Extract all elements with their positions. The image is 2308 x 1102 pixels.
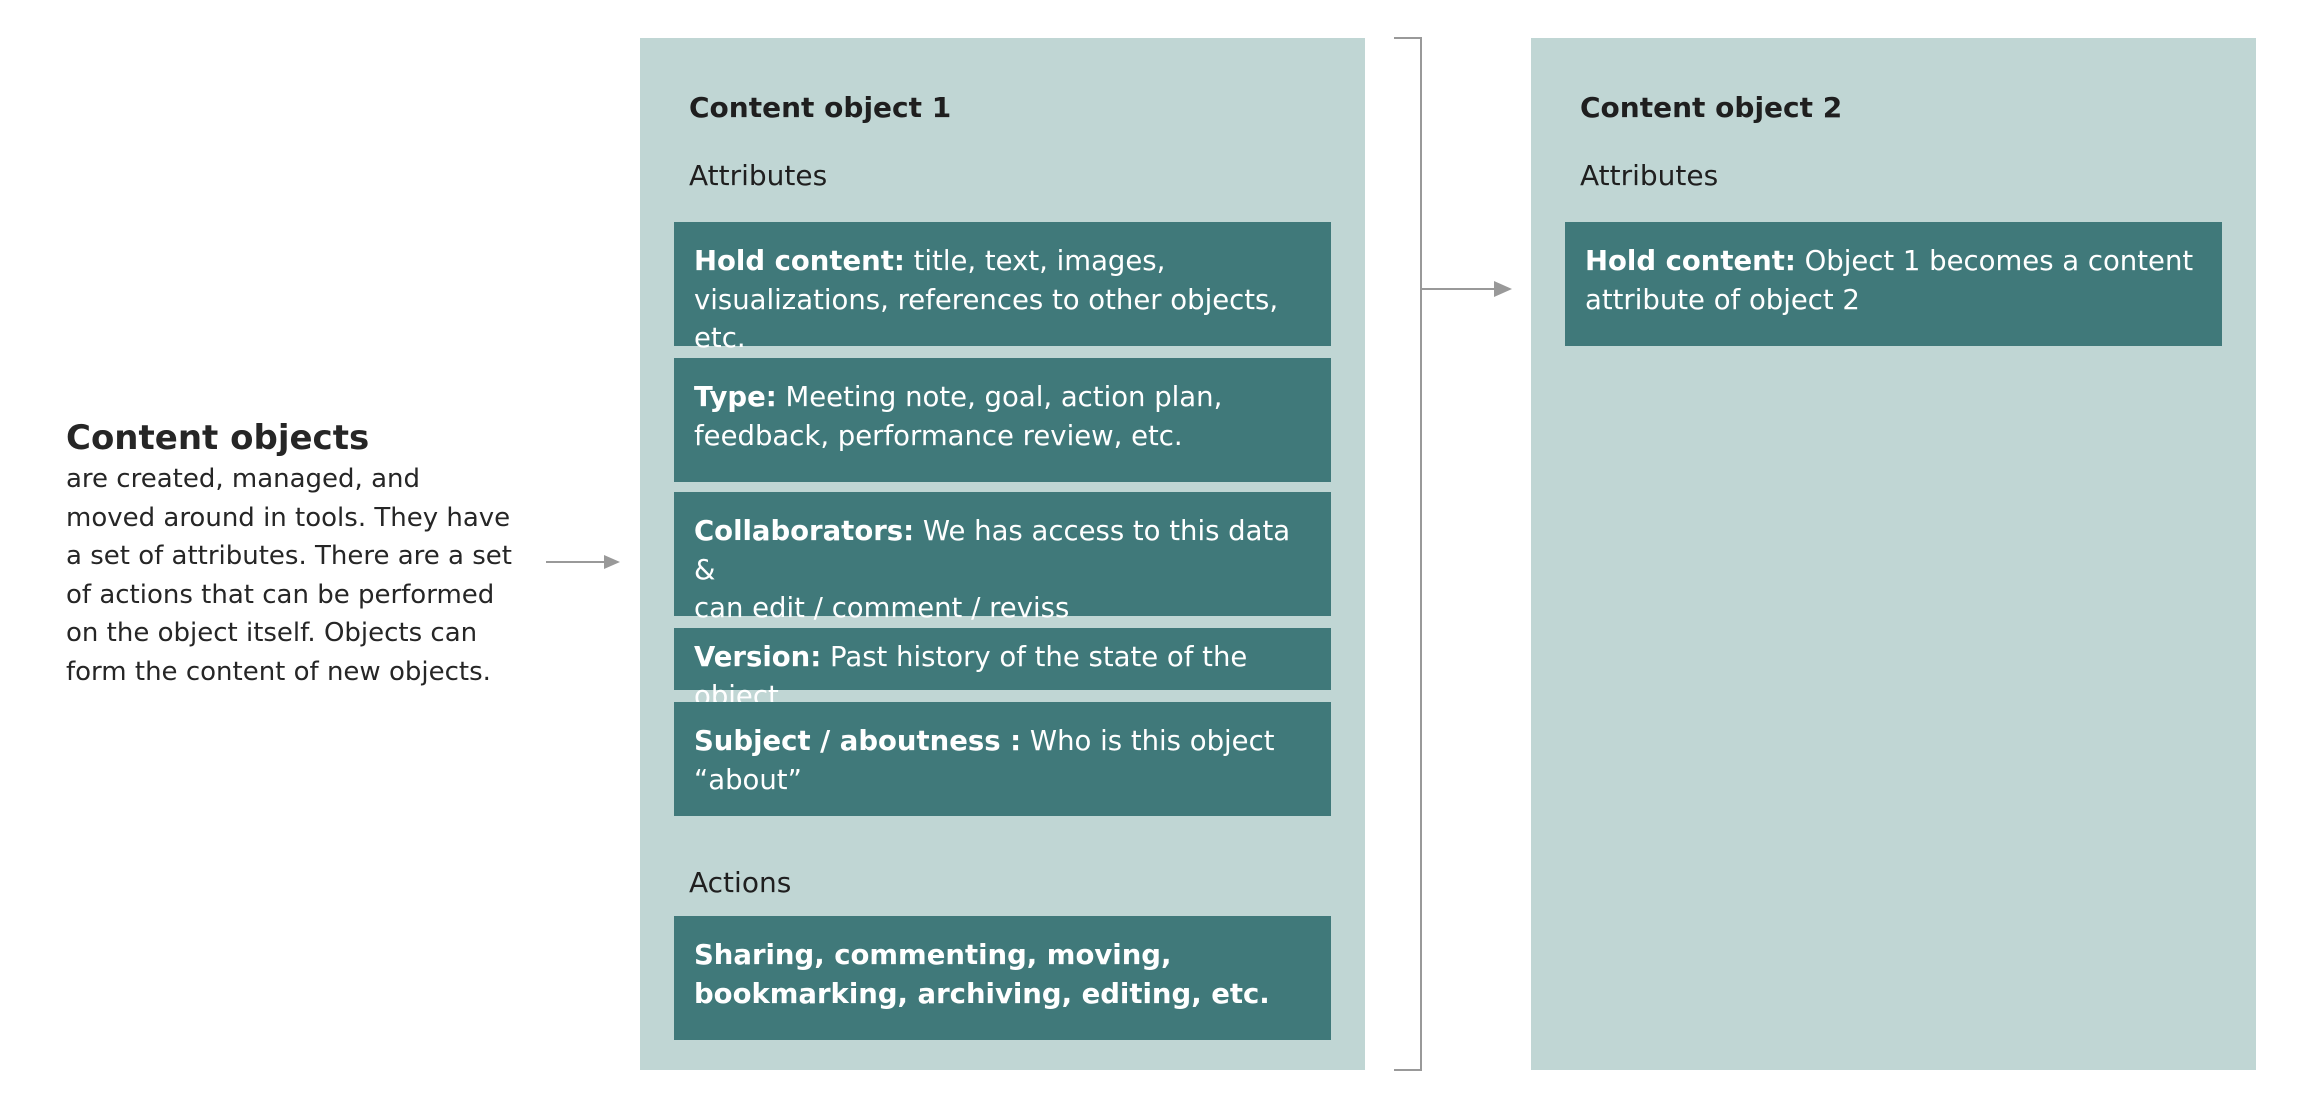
bracket-arrow-head xyxy=(1494,281,1512,297)
actions-label: Actions xyxy=(689,866,792,899)
panel-title: Content object 2 xyxy=(1580,91,1843,124)
panel-title: Content object 1 xyxy=(689,91,952,124)
content-object-1-panel: Content object 1 Attributes Hold content… xyxy=(640,38,1365,1070)
actions-text: bookmarking, archiving, editing, etc. xyxy=(694,977,1270,1010)
attribute-label: Hold content: xyxy=(1585,245,1796,277)
attributes-label: Attributes xyxy=(689,159,828,192)
intro-title: Content objects xyxy=(66,418,370,458)
attribute-label: Subject / aboutness : xyxy=(694,725,1022,757)
attribute-text: can edit / comment / reviss xyxy=(694,592,1070,624)
intro-line: of actions that can be performed xyxy=(66,579,495,610)
intro-text: are created, managed, and moved around i… xyxy=(66,460,536,691)
bracket xyxy=(1394,37,1422,1071)
attribute-collaborators: Collaborators: We has access to this dat… xyxy=(674,492,1331,624)
attribute-label: Version: xyxy=(694,641,822,673)
attribute-type: Type: Meeting note, goal, action plan, f… xyxy=(674,358,1331,482)
intro-line: form the content of new objects. xyxy=(66,656,491,687)
attribute-text: “about” xyxy=(694,763,802,796)
attribute-text: visualizations, references to other obje… xyxy=(694,283,1279,355)
intro-description: Content objects are created, managed, an… xyxy=(66,416,536,691)
attribute-text: We has access to this data & xyxy=(694,515,1291,586)
attributes-label: Attributes xyxy=(1580,159,1719,192)
attribute-text: Meeting note, goal, action plan, xyxy=(776,381,1223,413)
attribute-text: Object 1 becomes a content xyxy=(1795,245,2194,277)
attribute-hold-content: Hold content: title, text, images, visua… xyxy=(674,222,1331,354)
attribute-label: Type: xyxy=(694,381,777,413)
actions-text: Sharing, commenting, moving, xyxy=(694,939,1172,971)
actions-box: Sharing, commenting, moving, bookmarking… xyxy=(674,916,1331,1040)
attribute-text: Who is this object xyxy=(1021,725,1275,757)
attribute-version: Version: Past history of the state of th… xyxy=(674,628,1331,712)
intro-line: moved around in tools. They have xyxy=(66,502,511,533)
intro-line: a set of attributes. There are a set xyxy=(66,541,512,571)
attribute-text: title, text, images, xyxy=(904,245,1166,277)
intro-line: on the object itself. Objects can xyxy=(66,618,478,648)
attribute-hold-content: Hold content: Object 1 becomes a content… xyxy=(1565,222,2222,346)
attribute-text: attribute of object 2 xyxy=(1585,283,1860,316)
attribute-subject: Subject / aboutness : Who is this object… xyxy=(674,702,1331,816)
attribute-label: Hold content: xyxy=(694,245,905,277)
intro-arrow-head xyxy=(604,555,620,569)
attribute-label: Collaborators: xyxy=(694,515,915,547)
attribute-text: feedback, performance review, etc. xyxy=(694,419,1183,452)
content-object-2-panel: Content object 2 Attributes Hold content… xyxy=(1531,38,2256,1070)
intro-line: are created, managed, and xyxy=(66,464,420,494)
